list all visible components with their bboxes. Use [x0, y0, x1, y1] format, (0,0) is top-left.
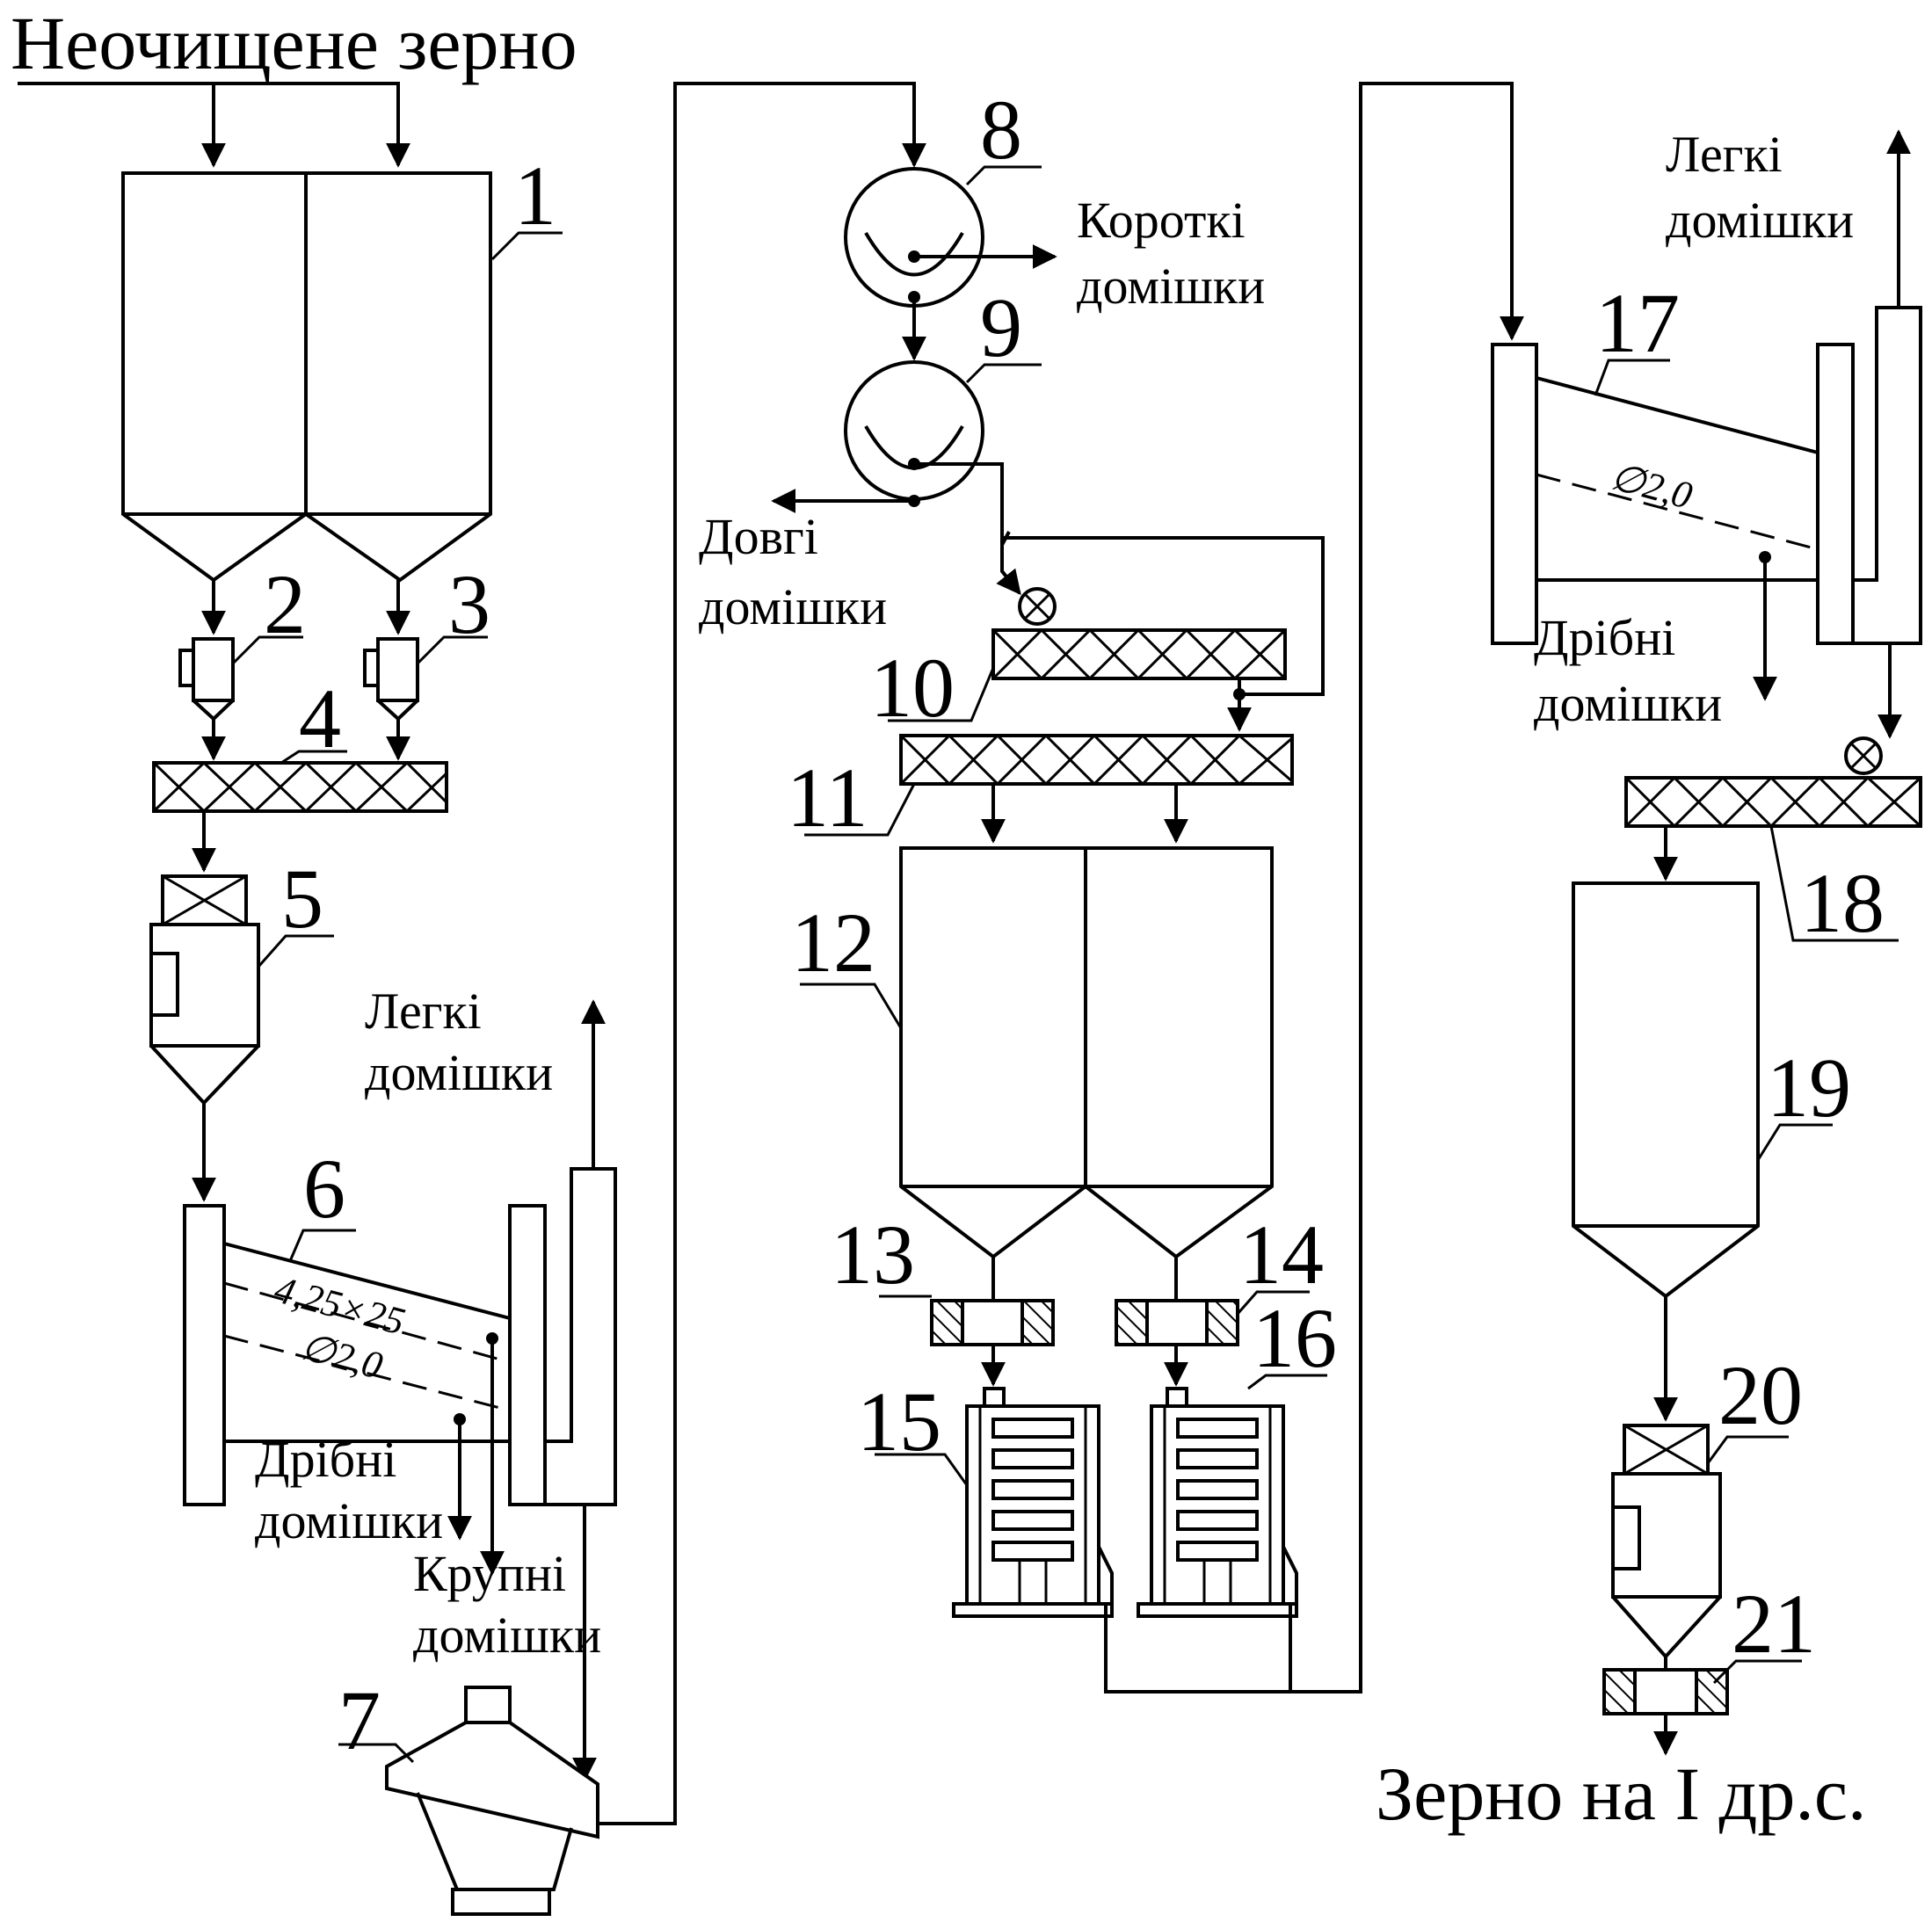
- label-9: 9: [980, 280, 1022, 374]
- light-a-line2: домішки: [365, 1044, 553, 1101]
- leader-10: [888, 667, 995, 722]
- separator-17: [1491, 306, 1922, 645]
- leader-15: [875, 1453, 969, 1486]
- dosing-unit-20: [1611, 1424, 1722, 1659]
- leader-20: [1706, 1435, 1789, 1464]
- label-16: 16: [1253, 1291, 1337, 1385]
- silo-1: [121, 171, 492, 583]
- separator-6: [183, 1167, 617, 1506]
- trieur-8: [844, 167, 984, 308]
- short-line1: Короткі: [1077, 192, 1246, 249]
- leader-18: [1769, 825, 1899, 942]
- leader-6: [288, 1229, 356, 1262]
- leader-16: [1247, 1374, 1327, 1390]
- label-15: 15: [857, 1374, 941, 1469]
- sieve-17-round: ∅2,0: [1606, 454, 1696, 517]
- feeder-2: [178, 637, 235, 722]
- conveyor-11: [899, 733, 1294, 787]
- leader-4: [280, 750, 347, 765]
- silo-12: [899, 846, 1274, 1259]
- stone-separator-7: [385, 1686, 599, 1916]
- long-line2: домішки: [699, 578, 887, 635]
- label-14: 14: [1239, 1208, 1324, 1302]
- label-3: 3: [448, 557, 490, 651]
- valve-10-icon: [1018, 587, 1057, 626]
- label-4: 4: [299, 671, 341, 765]
- label-19: 19: [1767, 1041, 1851, 1135]
- leader-9: [965, 363, 1042, 384]
- leader-3: [416, 635, 488, 665]
- leader-1: [490, 231, 563, 261]
- label-5: 5: [281, 852, 323, 946]
- conveyor-4: [152, 760, 448, 814]
- feeder-3: [363, 637, 419, 722]
- valve-18-icon: [1844, 736, 1883, 775]
- light-a-line1: Легкі: [365, 983, 482, 1040]
- leader-14: [1236, 1290, 1310, 1315]
- label-10: 10: [870, 641, 955, 735]
- bypass-line: [1002, 536, 1325, 696]
- coarse-line2: домішки: [413, 1607, 601, 1664]
- line-7-8: [598, 82, 926, 1825]
- label-8: 8: [980, 83, 1022, 177]
- line-16-17: [1104, 82, 1512, 1694]
- arrow-9-10: [914, 462, 1020, 593]
- short-line2: домішки: [1077, 257, 1265, 315]
- leader-17: [1594, 359, 1670, 396]
- trieur-9: [844, 360, 984, 501]
- coarse-line1: Крупні: [413, 1545, 566, 1602]
- fine-a-line1: Дрібні: [255, 1431, 396, 1488]
- label-2: 2: [264, 557, 306, 651]
- leader-7: [338, 1743, 415, 1764]
- leader-19: [1756, 1123, 1833, 1161]
- sieve-6-slot: 4,25×25: [270, 1267, 409, 1343]
- long-line1: Довгі: [699, 508, 818, 565]
- conveyor-10: [991, 627, 1287, 681]
- light-b-line1: Легкі: [1666, 126, 1783, 183]
- gate-13: [930, 1299, 1055, 1346]
- label-11: 11: [787, 751, 868, 845]
- leader-8: [965, 165, 1042, 186]
- fine-a-line2: домішки: [255, 1492, 443, 1549]
- label-1: 1: [514, 149, 556, 243]
- label-17: 17: [1595, 276, 1680, 370]
- fine-b-line2: домішки: [1534, 675, 1722, 732]
- label-12: 12: [791, 896, 875, 990]
- leader-12: [800, 983, 903, 1029]
- fine-b-line1: Дрібні: [1534, 609, 1675, 666]
- leader-21: [1712, 1659, 1802, 1685]
- bin-19: [1572, 881, 1760, 1299]
- conveyor-18: [1624, 775, 1922, 829]
- gate-21: [1602, 1668, 1729, 1715]
- scourer-15: [952, 1387, 1114, 1618]
- scourer-16: [1137, 1387, 1298, 1618]
- dosing-unit-5: [149, 874, 260, 1106]
- label-13: 13: [831, 1208, 915, 1302]
- label-6: 6: [303, 1142, 345, 1236]
- leader-2: [231, 635, 303, 665]
- label-7: 7: [338, 1673, 381, 1767]
- leader-5: [257, 934, 334, 968]
- label-18: 18: [1800, 856, 1885, 950]
- label-20: 20: [1718, 1348, 1803, 1442]
- input-label: Неочищене зерно: [11, 1, 577, 85]
- output-label: Зерно на I др.с.: [1376, 1752, 1867, 1836]
- leader-11: [804, 783, 916, 837]
- gate-14: [1115, 1299, 1239, 1346]
- light-b-line2: домішки: [1666, 192, 1854, 249]
- label-21: 21: [1732, 1577, 1816, 1671]
